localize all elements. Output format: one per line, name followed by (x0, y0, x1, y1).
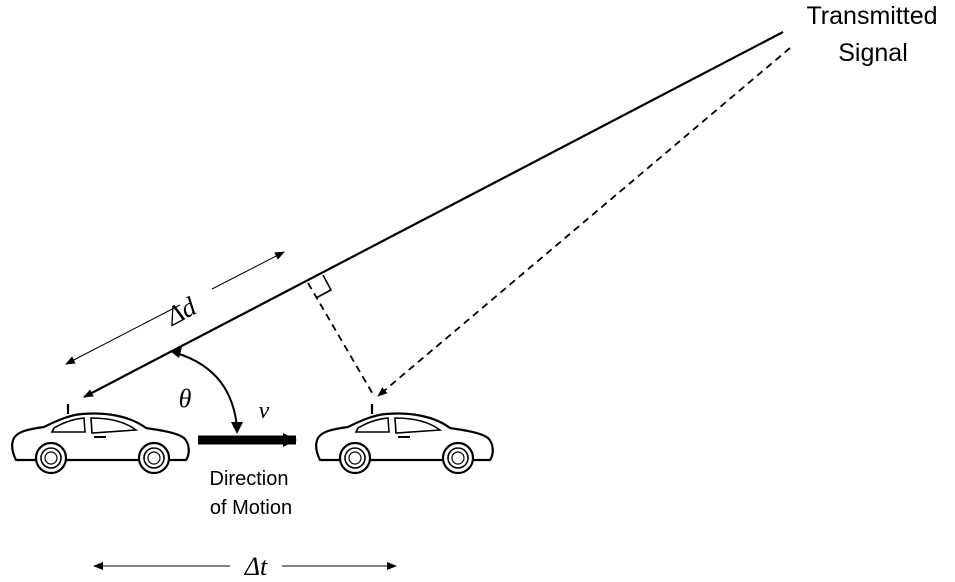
motion-label-line1: Direction (210, 468, 289, 490)
car-icon (11, 402, 190, 475)
signal-label-line1: Transmitted (806, 2, 937, 30)
signal-path-dashed (377, 47, 791, 397)
delta-d-arrow-upper (211, 251, 285, 290)
delta-d-arrow (65, 304, 181, 365)
perpendicular-projection (307, 282, 375, 397)
velocity-label: v (259, 398, 270, 424)
motion-label-line2: of Motion (210, 497, 292, 519)
theta-arc-head-bottom (231, 422, 243, 434)
signal-label-line2: Signal (838, 39, 908, 67)
delta-t-label: Δt (244, 552, 268, 581)
theta-label: θ (179, 384, 192, 413)
right-angle-marker (315, 274, 333, 299)
delta-d-label: Δd (160, 291, 201, 332)
theta-arc (175, 352, 238, 429)
signal-path-solid (83, 31, 784, 398)
car-icon (315, 402, 494, 475)
theta-arc-head-top (170, 347, 182, 358)
